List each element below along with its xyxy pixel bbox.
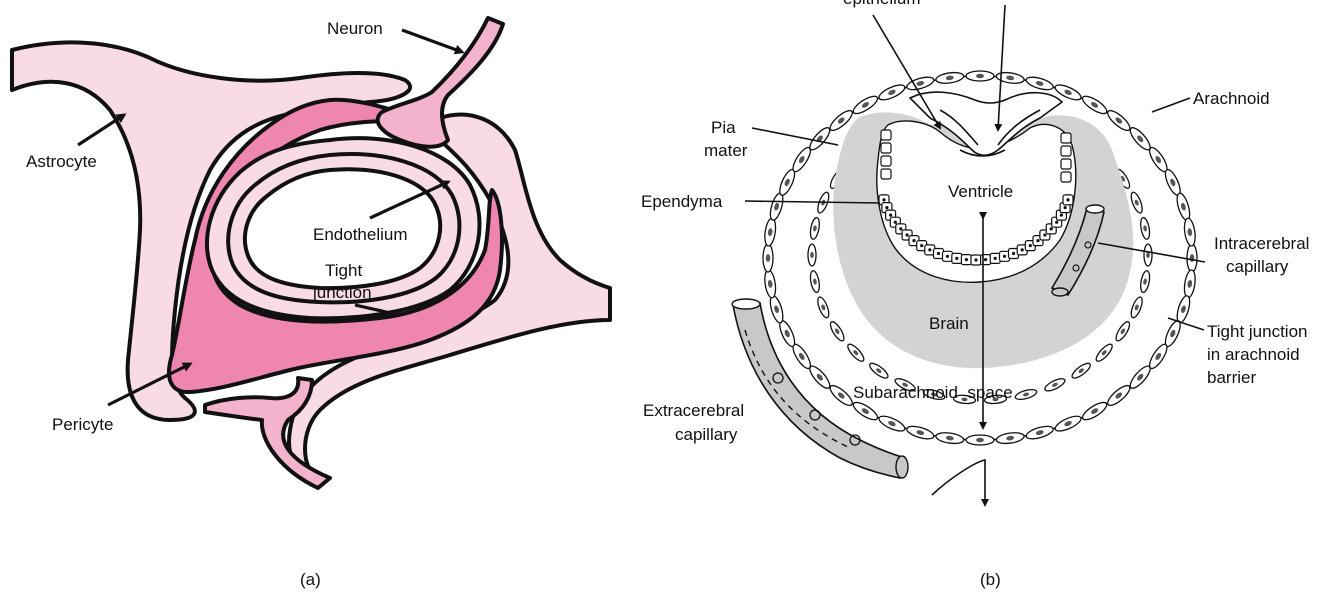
- ependyma-nucleus: [885, 206, 888, 209]
- arachnoid-cell: [1187, 244, 1197, 272]
- pia-cell: [808, 244, 816, 266]
- label-choroid-epithelium: epithelium: [843, 0, 921, 8]
- ependyma-nucleus: [984, 258, 987, 261]
- ependyma-nucleus: [974, 258, 977, 261]
- arachnoid-leader: [1152, 98, 1190, 112]
- label-ependyma: Ependyma: [641, 192, 723, 211]
- label-tight-junction-1: Tight: [325, 261, 362, 280]
- ependyma-nucleus: [1050, 227, 1053, 230]
- label-intracerebral-1: Intracerebral: [1214, 234, 1309, 253]
- arachnoid-cell: [966, 435, 994, 445]
- ependyma-nucleus: [899, 227, 902, 230]
- arachnoid-cell: [763, 244, 773, 272]
- label-endothelium: Endothelium: [313, 225, 408, 244]
- outflow-arrow: [932, 460, 985, 505]
- ependyma-nucleus: [1021, 248, 1024, 251]
- pia-cell: [1144, 244, 1152, 266]
- ependyma-nucleus: [965, 258, 968, 261]
- panel-a: Neuron Astrocyte Endothelium Tight junct…: [12, 18, 610, 589]
- ependyma-nucleus: [920, 244, 923, 247]
- ependyma-cell: [881, 169, 891, 179]
- ependyma-nucleus: [1012, 252, 1015, 255]
- label-extracerebral-2: capillary: [675, 425, 738, 444]
- label-brain: Brain: [929, 314, 969, 333]
- ependyma-nucleus: [1055, 221, 1058, 224]
- ependyma-cell: [881, 130, 891, 140]
- ependyma-nucleus: [1060, 214, 1063, 217]
- ependyma-nucleus: [894, 221, 897, 224]
- ependyma-cell: [881, 143, 891, 153]
- label-pia-1: Pia: [711, 118, 736, 137]
- ependyma-nucleus: [882, 198, 885, 201]
- ependyma-nucleus: [1064, 206, 1067, 209]
- label-pia-2: mater: [704, 141, 748, 160]
- ependyma-nucleus: [928, 248, 931, 251]
- label-ventricle: Ventricle: [948, 182, 1013, 201]
- neuron-process-bottom: [205, 378, 330, 488]
- panel-b: epithelium Arachnoid Pia mater Ependyma …: [641, 0, 1309, 589]
- label-astrocyte: Astrocyte: [26, 152, 97, 171]
- neuron-arrow: [402, 30, 462, 52]
- ependyma-nucleus: [1036, 239, 1039, 242]
- ependyma-nucleus: [1029, 244, 1032, 247]
- ependyma-nucleus: [946, 255, 949, 258]
- label-tight-arachnoid-1: Tight junction: [1207, 322, 1307, 341]
- ependyma-cell: [1061, 133, 1071, 143]
- label-tight-junction-2: junction: [312, 283, 372, 302]
- astrocyte-arrow: [78, 115, 124, 145]
- label-intracerebral-2: capillary: [1226, 257, 1289, 276]
- ependyma-nucleus: [889, 214, 892, 217]
- ependyma-cell: [1061, 146, 1071, 156]
- label-pericyte: Pericyte: [52, 415, 113, 434]
- ependyma-nucleus: [906, 233, 909, 236]
- label-extracerebral-1: Extracerebral: [643, 401, 744, 420]
- ependyma-cell: [881, 156, 891, 166]
- label-arachnoid: Arachnoid: [1193, 89, 1270, 108]
- ependyma-nucleus: [912, 239, 915, 242]
- label-tight-arachnoid-2: in arachnoid: [1207, 345, 1300, 364]
- label-neuron: Neuron: [327, 19, 383, 38]
- arachnoid-cell: [966, 71, 994, 81]
- ependyma-cell: [1061, 172, 1071, 182]
- ependyma-nucleus: [937, 252, 940, 255]
- label-subarachnoid: Subarachnoid space: [853, 383, 1013, 402]
- caption-a: (a): [300, 570, 321, 589]
- ependyma-cell: [1061, 159, 1071, 169]
- label-tight-arachnoid-3: barrier: [1207, 368, 1256, 387]
- ependyma-nucleus: [1003, 255, 1006, 258]
- ependyma-nucleus: [955, 257, 958, 260]
- caption-b: (b): [980, 570, 1001, 589]
- ependyma-nucleus: [1066, 198, 1069, 201]
- ependyma-nucleus: [994, 257, 997, 260]
- ependyma-nucleus: [1043, 233, 1046, 236]
